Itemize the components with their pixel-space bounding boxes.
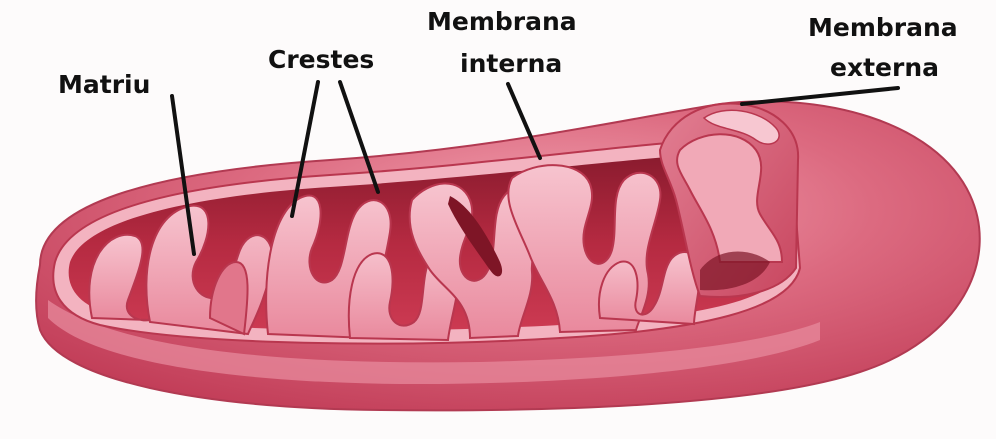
label-inner-membrane-line1: Membrana [427, 7, 577, 36]
label-outer-membrane-line2: externa [830, 53, 939, 82]
label-inner-membrane-line2: interna [460, 49, 562, 78]
label-outer-membrane-line1: Membrana [808, 13, 958, 42]
label-cristae: Crestes [268, 45, 374, 74]
label-matrix: Matriu [58, 70, 150, 99]
